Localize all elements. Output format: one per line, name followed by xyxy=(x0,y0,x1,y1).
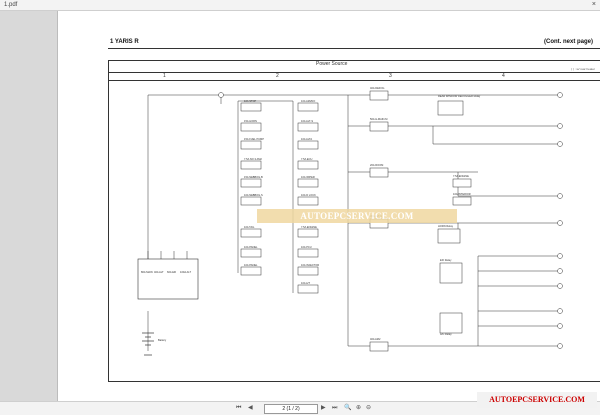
last-page-icon[interactable]: ⏭ xyxy=(332,405,338,411)
fuse-label: 10A D LOCK xyxy=(301,193,316,197)
close-icon[interactable]: × xyxy=(591,1,596,8)
watermark-banner: AUTOEPCSERVICE.COM xyxy=(257,209,457,223)
fuse-label: 15A FUEL PUMP xyxy=(244,137,264,141)
main-fuse-label: 40A DEFOG xyxy=(370,86,384,90)
battery-label: Battery xyxy=(158,338,167,342)
fuse-label: 10A A/T xyxy=(301,281,310,285)
column-number: 4 xyxy=(502,73,505,79)
legend-note: ( ) : w/ rear heater xyxy=(571,67,595,71)
document-viewer[interactable]: 1 YARIS R (Cont. next page) Power Source… xyxy=(0,11,600,401)
relay-label: HORN Relay xyxy=(438,224,454,228)
fuse-label: 15A NEBBOG.B xyxy=(244,175,263,179)
page-title: 1 YARIS R xyxy=(110,39,139,45)
header-rule xyxy=(108,48,600,49)
relay-label: EFI Relay xyxy=(440,258,452,262)
column-number: 2 xyxy=(276,73,279,79)
fuse-label: 10A ALT-S xyxy=(301,119,313,123)
column-number: 1 xyxy=(163,73,166,79)
page-indicator[interactable]: 2 (1 / 2) xyxy=(264,404,318,414)
zoom-in-icon[interactable]: ⊕ xyxy=(356,405,362,411)
viewer-statusbar: ⏮ ◀ 2 (1 / 2) ▶ ⏭ 🔍 ⊕ ⊖ xyxy=(0,401,600,415)
fusible-link-label: 40A ALT xyxy=(154,270,164,274)
fusible-link-label: 60A EFI xyxy=(167,270,177,274)
main-fuse-label: 20A ROOM xyxy=(370,163,383,167)
relay-label: A/C Relay xyxy=(440,332,452,336)
fuse-label: 10A PCU xyxy=(301,245,312,249)
relay-label: 7.5A ENGINE xyxy=(453,174,469,178)
window-titlebar: 1.pdf × xyxy=(0,0,600,11)
main-fuse-label: 40A AM2 xyxy=(370,337,381,341)
fuse-label: 10A PANEL xyxy=(244,245,258,249)
fuse-label: 10A ALTA xyxy=(301,137,312,141)
wiring-schematic: 10A STOP 15A HORN 15A FUEL PUMP 7.5A NO.… xyxy=(137,86,563,356)
relay-label: REAR WINDOW DEFOGGER Relay xyxy=(438,94,481,98)
fusible-link-label: 100A ALT xyxy=(180,270,191,274)
fuse-label: 15A HORN xyxy=(244,119,257,123)
zoom-out-icon[interactable]: ⊖ xyxy=(366,405,372,411)
column-header-row xyxy=(108,72,600,81)
fuse-label: 7.5A NO.3 AM2 xyxy=(244,157,262,161)
pdf-page: 1 YARIS R (Cont. next page) Power Source… xyxy=(57,11,600,401)
fuse-label: 10A STOP xyxy=(244,99,256,103)
fuse-label: 10A TAIL xyxy=(244,225,255,229)
bottom-watermark: AUTOEPCSERVICE.COM xyxy=(477,392,597,408)
diagram-frame xyxy=(108,60,600,382)
zoom-icon[interactable]: 🔍 xyxy=(344,405,352,411)
prev-page-icon[interactable]: ◀ xyxy=(248,405,253,411)
fuse-label: 7.5A ENGINE xyxy=(301,225,317,229)
first-page-icon[interactable]: ⏮ xyxy=(236,405,242,411)
fuse-label: 10A WIPER xyxy=(301,175,315,179)
fuse-label: 10A NEBBOG.S xyxy=(244,193,263,197)
fuse-label: 10A INJECTOR xyxy=(301,263,319,267)
document-tab[interactable]: 1.pdf xyxy=(4,2,18,8)
main-fuse-label: 50A H-MAIN-M xyxy=(370,117,387,121)
watermark-text: AUTOEPCSERVICE.COM xyxy=(489,395,585,404)
watermark-text: AUTOEPCSERVICE.COM xyxy=(300,211,414,221)
fusible-link-label: 80A MAIN xyxy=(141,270,153,274)
fuse-label: 7.5A ECU xyxy=(301,157,313,161)
section-label: Power Source xyxy=(316,61,348,67)
column-number: 3 xyxy=(389,73,392,79)
fuse-label: 10A AM2NO xyxy=(301,99,315,103)
next-page-icon[interactable]: ▶ xyxy=(321,405,326,411)
continued-label: (Cont. next page) xyxy=(544,39,593,45)
relay-label: 10A INTERIOR xyxy=(453,192,471,196)
fuse-label: 10A PANEL xyxy=(244,263,258,267)
